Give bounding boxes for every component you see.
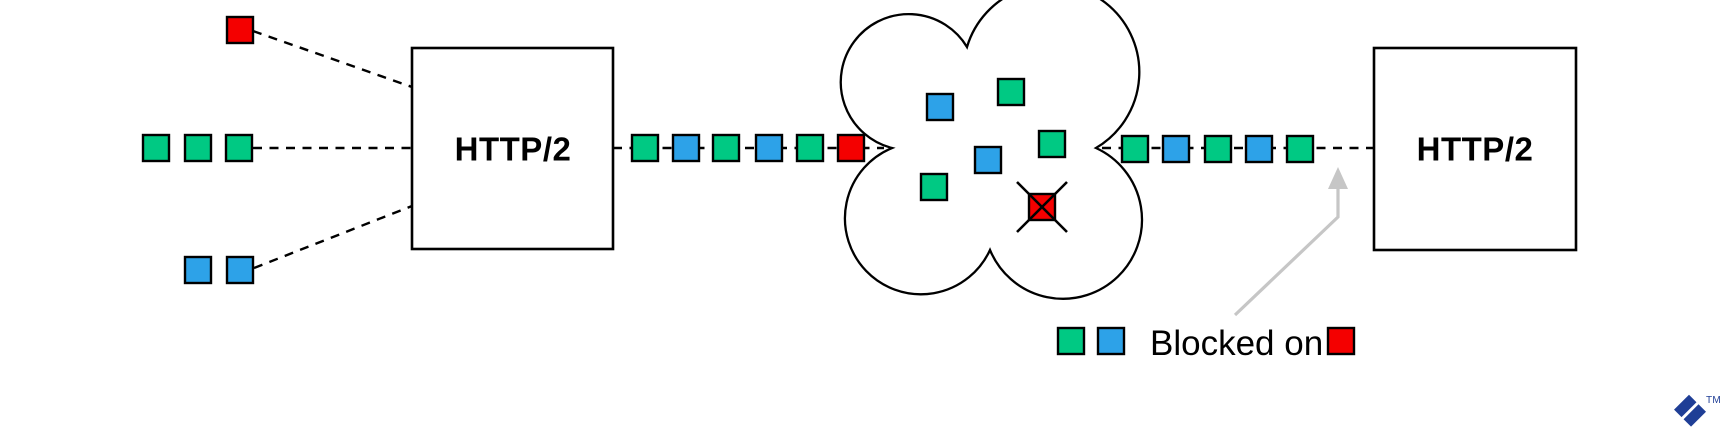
legend-ok-squares bbox=[1056, 326, 1126, 356]
http2-box-left-label: HTTP/2 bbox=[455, 131, 572, 168]
frame-square-green bbox=[1285, 134, 1315, 164]
frame-square-green bbox=[919, 172, 949, 202]
frame-square-blue bbox=[973, 145, 1003, 175]
legend-label: Blocked on bbox=[1150, 324, 1323, 363]
logo-bar-upper bbox=[1674, 394, 1697, 418]
http2-box-left bbox=[410, 46, 615, 251]
frame-square-blue bbox=[925, 92, 955, 122]
blocked-x-mark bbox=[1016, 181, 1068, 233]
logo-bar-lower bbox=[1683, 404, 1706, 427]
client-stream-blue bbox=[183, 255, 255, 285]
frame-square-green bbox=[224, 133, 254, 163]
frame-square-green bbox=[141, 133, 171, 163]
frame-square-blue bbox=[754, 133, 784, 163]
frame-square-green bbox=[1056, 326, 1086, 356]
http2-box-right bbox=[1372, 46, 1578, 252]
multiplexed-wire-left-frames bbox=[630, 133, 866, 163]
frame-square-green bbox=[183, 133, 213, 163]
frame-square-green bbox=[1203, 134, 1233, 164]
blocked-annotation-arrow bbox=[1233, 167, 1348, 317]
frame-square-green bbox=[996, 77, 1026, 107]
frame-square-blue bbox=[1161, 134, 1191, 164]
toptal-logo-mark bbox=[1674, 394, 1706, 427]
cloud-frames bbox=[919, 77, 1068, 233]
legend-blocked-square bbox=[1326, 326, 1356, 356]
client-connections bbox=[252, 29, 413, 270]
frame-square-green bbox=[795, 133, 825, 163]
toptal-tm-label: TM bbox=[1706, 395, 1720, 406]
multiplexed-wire-right-frames bbox=[1120, 134, 1315, 164]
frame-square-green bbox=[1120, 134, 1150, 164]
frame-square-blue bbox=[1244, 134, 1274, 164]
http2-box-right-label: HTTP/2 bbox=[1417, 131, 1534, 168]
frame-square-blue bbox=[183, 255, 213, 285]
frame-square-red bbox=[1326, 326, 1356, 356]
frame-square-blue bbox=[1096, 326, 1126, 356]
toptal-logo: TM bbox=[1674, 394, 1720, 427]
frame-square-blue bbox=[225, 255, 255, 285]
legend: Blocked on bbox=[1056, 324, 1356, 363]
frame-square-green bbox=[711, 133, 741, 163]
frame-square-red bbox=[225, 15, 255, 45]
frame-square-blue bbox=[671, 133, 701, 163]
stream-line-blue bbox=[253, 204, 413, 270]
frame-square-red bbox=[836, 133, 866, 163]
arrow-head bbox=[1328, 167, 1348, 189]
frame-square-green bbox=[630, 133, 660, 163]
client-stream-red bbox=[225, 15, 255, 45]
stream-line-red bbox=[252, 29, 413, 89]
client-stream-green bbox=[141, 133, 254, 163]
arrow-stem bbox=[1233, 187, 1340, 317]
frame-square-green bbox=[1037, 129, 1067, 159]
